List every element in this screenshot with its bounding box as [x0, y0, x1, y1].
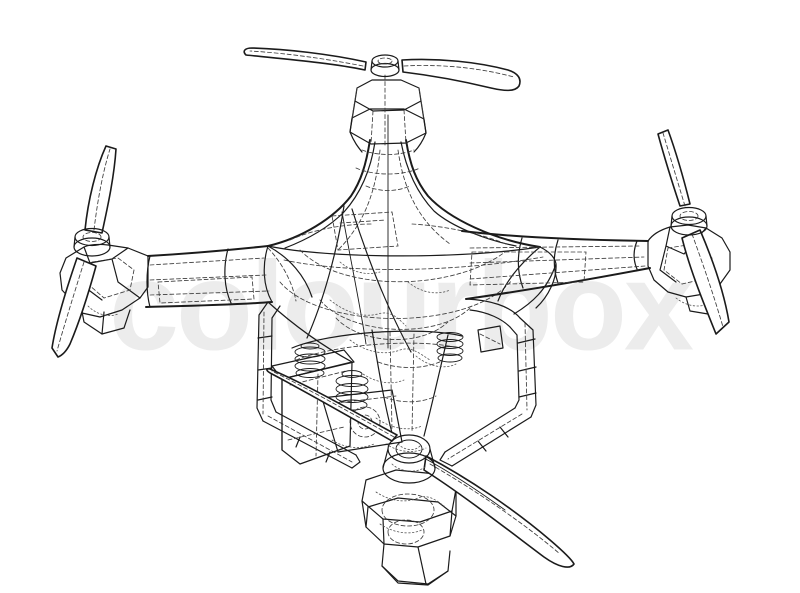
- right-arm: [461, 230, 651, 300]
- camera-gimbal: [291, 330, 464, 453]
- front-rotor: [266, 368, 575, 586]
- landing-gear-right: [439, 298, 537, 467]
- right-rotor: [647, 129, 731, 335]
- drone-body-shell: [267, 114, 557, 452]
- rear-rotor: [243, 47, 521, 191]
- left-arm: [145, 245, 273, 308]
- damper-spring: [436, 332, 464, 363]
- left-rotor: [51, 145, 149, 358]
- landing-gear-left: [256, 301, 361, 469]
- damper-spring: [294, 342, 326, 378]
